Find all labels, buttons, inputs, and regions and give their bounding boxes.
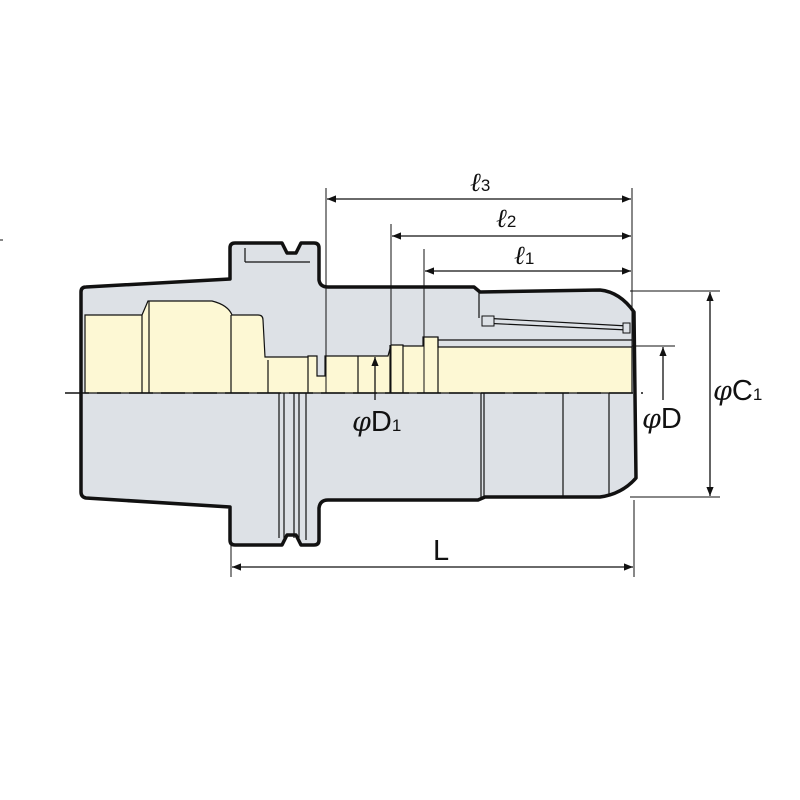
internal-lines: [141, 248, 632, 540]
label-l2: ℓ2: [496, 204, 517, 234]
label-l3: ℓ3: [470, 168, 491, 198]
extension-lines: [230, 188, 720, 577]
label-L: L: [433, 535, 450, 567]
holder-body: [79, 241, 638, 547]
bore-section: [84, 300, 633, 394]
label-l1: ℓ1: [514, 241, 535, 271]
label-D1: φD1: [352, 406, 402, 438]
dimension-lines: [232, 195, 714, 571]
label-C1: φC1: [713, 375, 763, 407]
label-D: φD: [642, 403, 682, 435]
